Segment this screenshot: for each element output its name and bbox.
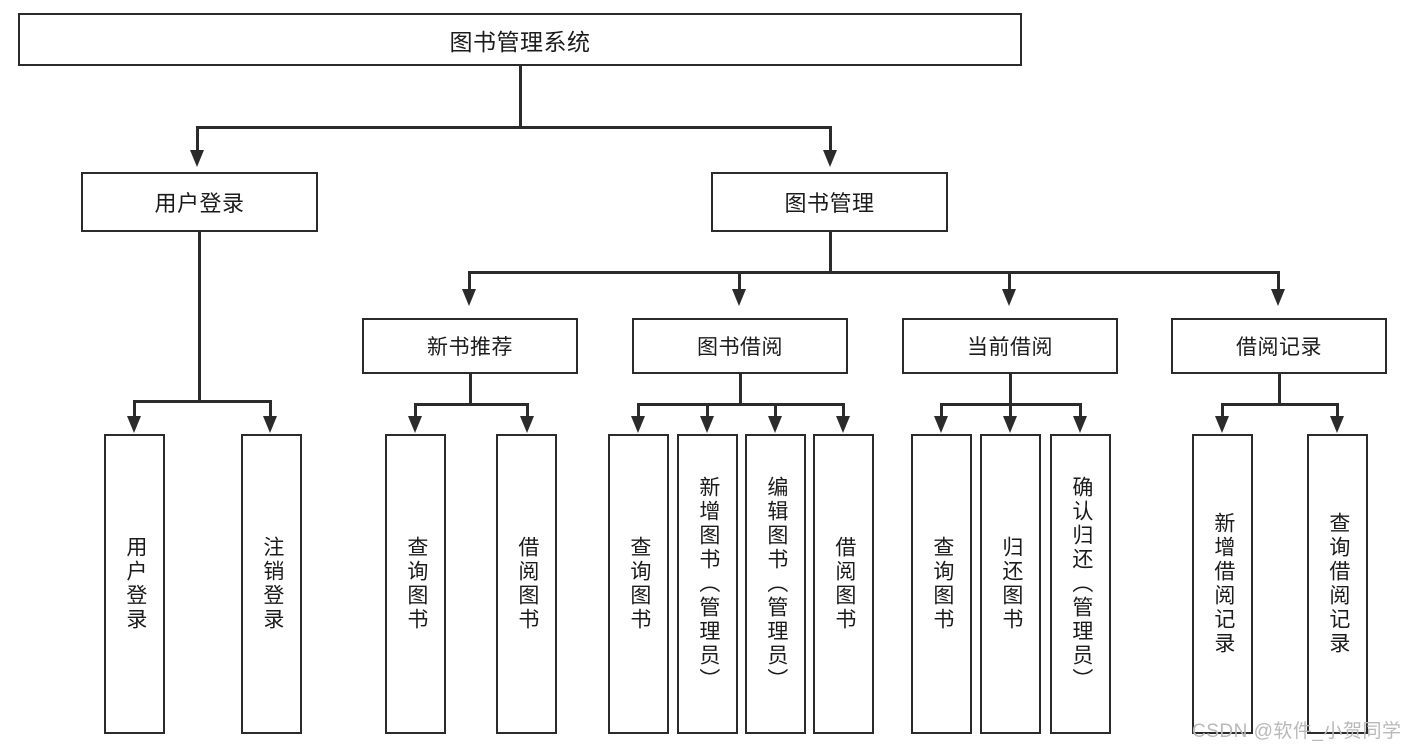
arrowhead-nbr-leaf-2 — [520, 416, 534, 433]
leaf-label: 用户登录 — [123, 536, 147, 632]
node-new-book-recommend[interactable]: 新书推荐 — [362, 318, 578, 374]
node-book-management[interactable]: 图书管理 — [711, 172, 948, 232]
node-user-login[interactable]: 用户登录 — [81, 172, 318, 232]
connector-user-login-drop-2 — [269, 400, 272, 418]
node-current-borrow[interactable]: 当前借阅 — [902, 318, 1118, 374]
connector-root-stem — [519, 66, 522, 127]
leaf-label: 编辑图书（管理员） — [764, 476, 788, 692]
leaf-br-add-record[interactable]: 新增借阅记录 — [1192, 434, 1253, 734]
leaf-cb-return-book[interactable]: 归还图书 — [980, 434, 1041, 734]
connector-cb-drop-2 — [1009, 403, 1012, 418]
connector-root-to-user-login — [196, 126, 199, 152]
csdn-watermark: CSDN @软件_小贺同学 — [1192, 721, 1402, 742]
connector-book-management-bus — [468, 271, 1279, 274]
connector-cb-drop-3 — [1079, 403, 1082, 418]
leaf-label: 新增借阅记录 — [1211, 512, 1235, 656]
connector-root-bus — [196, 126, 832, 129]
node-root-book-management-system[interactable]: 图书管理系统 — [18, 13, 1022, 66]
node-book-borrow[interactable]: 图书借阅 — [632, 318, 848, 374]
connector-bm-drop-4 — [1277, 271, 1280, 291]
connector-bb-stem — [739, 374, 742, 405]
arrowhead-leaf-user-login — [127, 416, 141, 433]
node-label: 当前借阅 — [967, 336, 1053, 359]
leaf-label: 查询借阅记录 — [1326, 512, 1350, 656]
connector-user-login-bus — [133, 400, 271, 403]
connector-user-login-drop-1 — [133, 400, 136, 418]
connector-bm-drop-3 — [1008, 271, 1011, 291]
connector-cb-stem — [1009, 374, 1012, 405]
connector-bb-bus — [637, 403, 845, 406]
leaf-cb-query-book[interactable]: 查询图书 — [911, 434, 972, 734]
arrowhead-bb-leaf-4 — [836, 416, 850, 433]
arrowhead-br-leaf-2 — [1330, 416, 1344, 433]
leaf-user-login[interactable]: 用户登录 — [104, 434, 165, 734]
connector-bb-drop-4 — [842, 403, 845, 418]
leaf-logout[interactable]: 注销登录 — [241, 434, 302, 734]
connector-cb-drop-1 — [940, 403, 943, 418]
connector-br-drop-2 — [1336, 403, 1339, 418]
arrowhead-leaf-logout — [263, 416, 277, 433]
arrowhead-new-book-recommend — [462, 289, 476, 306]
connector-bm-drop-1 — [468, 271, 471, 291]
arrowhead-nbr-leaf-1 — [408, 416, 422, 433]
node-label: 图书管理 — [784, 191, 875, 216]
leaf-label: 借阅图书 — [832, 536, 856, 632]
arrowhead-cb-leaf-2 — [1003, 416, 1017, 433]
node-label: 图书管理系统 — [449, 28, 591, 55]
connector-bb-drop-3 — [774, 403, 777, 418]
arrowhead-bb-leaf-3 — [768, 416, 782, 433]
leaf-bb-edit-book-admin[interactable]: 编辑图书（管理员） — [745, 434, 806, 734]
leaf-cb-confirm-return-admin[interactable]: 确认归还（管理员） — [1050, 434, 1111, 734]
leaf-bb-query-book[interactable]: 查询图书 — [608, 434, 669, 734]
node-borrow-record[interactable]: 借阅记录 — [1171, 318, 1387, 374]
leaf-label: 查询图书 — [627, 536, 651, 632]
leaf-bb-add-book-admin[interactable]: 新增图书（管理员） — [677, 434, 738, 734]
node-label: 借阅记录 — [1236, 336, 1322, 359]
connector-br-drop-1 — [1221, 403, 1224, 418]
arrowhead-book-borrow — [732, 289, 746, 306]
node-label: 新书推荐 — [427, 336, 513, 359]
connector-br-bus — [1221, 403, 1338, 406]
arrowhead-bb-leaf-2 — [700, 416, 714, 433]
connector-book-management-stem — [829, 232, 832, 273]
node-label: 用户登录 — [154, 191, 245, 216]
leaf-label: 归还图书 — [999, 536, 1023, 632]
connector-user-login-stem — [198, 232, 201, 402]
leaf-nbr-borrow-book[interactable]: 借阅图书 — [496, 434, 557, 734]
connector-br-stem — [1278, 374, 1281, 405]
connector-nbr-drop-1 — [414, 403, 417, 418]
leaf-label: 查询图书 — [404, 536, 428, 632]
arrowhead-user-login — [190, 150, 204, 167]
arrowhead-br-leaf-1 — [1215, 416, 1229, 433]
connector-bb-drop-2 — [706, 403, 709, 418]
leaf-label: 借阅图书 — [515, 536, 539, 632]
arrowhead-current-borrow — [1002, 289, 1016, 306]
arrowhead-cb-leaf-3 — [1073, 416, 1087, 433]
connector-nbr-stem — [469, 374, 472, 405]
arrowhead-cb-leaf-1 — [934, 416, 948, 433]
leaf-bb-borrow-book[interactable]: 借阅图书 — [813, 434, 874, 734]
arrowhead-bb-leaf-1 — [631, 416, 645, 433]
leaf-br-query-record[interactable]: 查询借阅记录 — [1307, 434, 1368, 734]
connector-root-to-book-management — [829, 126, 832, 152]
arrowhead-borrow-record — [1271, 289, 1285, 306]
arrowhead-book-management — [823, 150, 837, 167]
node-label: 图书借阅 — [697, 336, 783, 359]
leaf-nbr-query-book[interactable]: 查询图书 — [385, 434, 446, 734]
connector-nbr-drop-2 — [526, 403, 529, 418]
leaf-label: 注销登录 — [260, 536, 284, 632]
leaf-label: 查询图书 — [930, 536, 954, 632]
leaf-label: 确认归还（管理员） — [1069, 476, 1093, 692]
connector-bb-drop-1 — [637, 403, 640, 418]
connector-nbr-bus — [414, 403, 528, 406]
connector-bm-drop-2 — [738, 271, 741, 291]
leaf-label: 新增图书（管理员） — [696, 476, 720, 692]
